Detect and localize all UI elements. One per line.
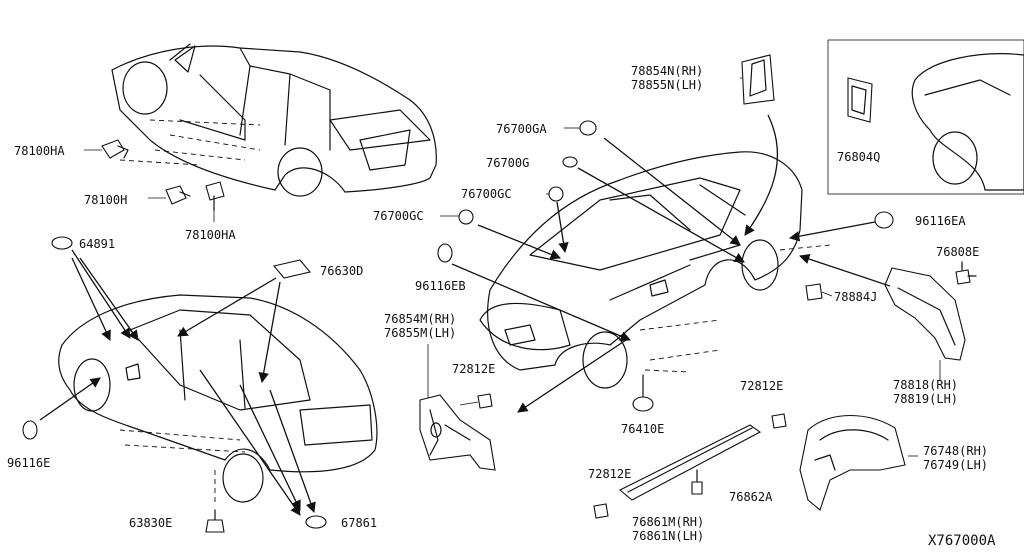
label-76749: 76749(LH)	[923, 458, 988, 472]
grommet-96116E	[22, 420, 38, 440]
label-78818: 78818(RH)	[893, 378, 958, 392]
label-72812E-b: 72812E	[740, 379, 783, 393]
label-67861: 67861	[341, 516, 377, 530]
clip-63830E	[205, 509, 225, 533]
screw-72812E-b	[771, 413, 787, 429]
grommet-76700GA	[579, 120, 597, 136]
mudguard-78818	[884, 267, 966, 361]
label-76700GC-a: 76700GC	[461, 187, 512, 201]
label-78819: 78819(LH)	[893, 392, 958, 406]
screw-76862A	[691, 469, 703, 495]
part-78854N	[741, 54, 775, 105]
label-76862A: 76862A	[729, 490, 773, 504]
grommet-76700G	[562, 156, 578, 168]
clip-78100HA-top	[101, 139, 129, 159]
part-76410E	[632, 374, 654, 412]
part-67861	[305, 515, 327, 529]
label-78855N: 78855N(LH)	[631, 78, 703, 92]
label-96116EB: 96116EB	[415, 279, 466, 293]
clip-76808E	[955, 261, 977, 285]
label-72812E-c: 72812E	[588, 467, 631, 481]
inset-frame	[827, 39, 1024, 195]
car-bottom-left-illustration	[58, 294, 378, 505]
label-76630D: 76630D	[320, 264, 363, 278]
label-78100HA-top: 78100HA	[14, 144, 65, 158]
sill-molding-76861M	[619, 424, 762, 501]
label-78100HA-bot: 78100HA	[185, 228, 236, 242]
label-76804Q: 76804Q	[837, 150, 880, 164]
label-63830E: 63830E	[129, 516, 172, 530]
label-72812E-a: 72812E	[452, 362, 495, 376]
label-76808E: 76808E	[936, 245, 979, 259]
label-78100H: 78100H	[84, 193, 127, 207]
grommet-76700GC-b	[458, 209, 474, 225]
part-76804Q	[847, 77, 873, 123]
screw-72812E-c	[593, 503, 609, 519]
label-76861M: 76861M(RH)	[632, 515, 704, 529]
part-64891	[51, 236, 73, 250]
label-76700GC-b: 76700GC	[373, 209, 424, 223]
label-78884J: 78884J	[834, 290, 877, 304]
label-96116EA: 96116EA	[915, 214, 966, 228]
label-64891: 64891	[79, 237, 115, 251]
grommet-96116EA	[874, 211, 894, 229]
diagram-code: X767000A	[928, 533, 996, 549]
clip-78100H	[165, 185, 191, 205]
label-76748: 76748(RH)	[923, 444, 988, 458]
grommet-76700GC-a	[548, 186, 564, 202]
part-76630D	[273, 259, 311, 279]
label-76855M: 76855M(LH)	[384, 326, 456, 340]
label-96116E: 96116E	[7, 456, 50, 470]
car-inset-illustration	[911, 53, 1024, 191]
label-76861N: 76861N(LH)	[632, 529, 704, 543]
splash-guard-76748	[799, 414, 906, 511]
label-78854N: 78854N(RH)	[631, 64, 703, 78]
grommet-96116EB	[437, 243, 453, 263]
label-76700G: 76700G	[486, 156, 529, 170]
screw-72812E-a	[477, 393, 493, 409]
label-76700GA: 76700GA	[496, 122, 547, 136]
label-76410E: 76410E	[621, 422, 664, 436]
label-76854M: 76854M(RH)	[384, 312, 456, 326]
part-labels: 78100HA 78100H 78100HA 78854N(RH) 78855N…	[7, 64, 996, 549]
car-top-left-illustration	[111, 43, 437, 197]
leader-lines	[39, 77, 941, 516]
clip-78100HA-bot	[205, 181, 225, 211]
mudguard-76854M	[419, 394, 496, 471]
car-center-illustration	[479, 151, 831, 389]
clip-78884J	[805, 283, 823, 301]
